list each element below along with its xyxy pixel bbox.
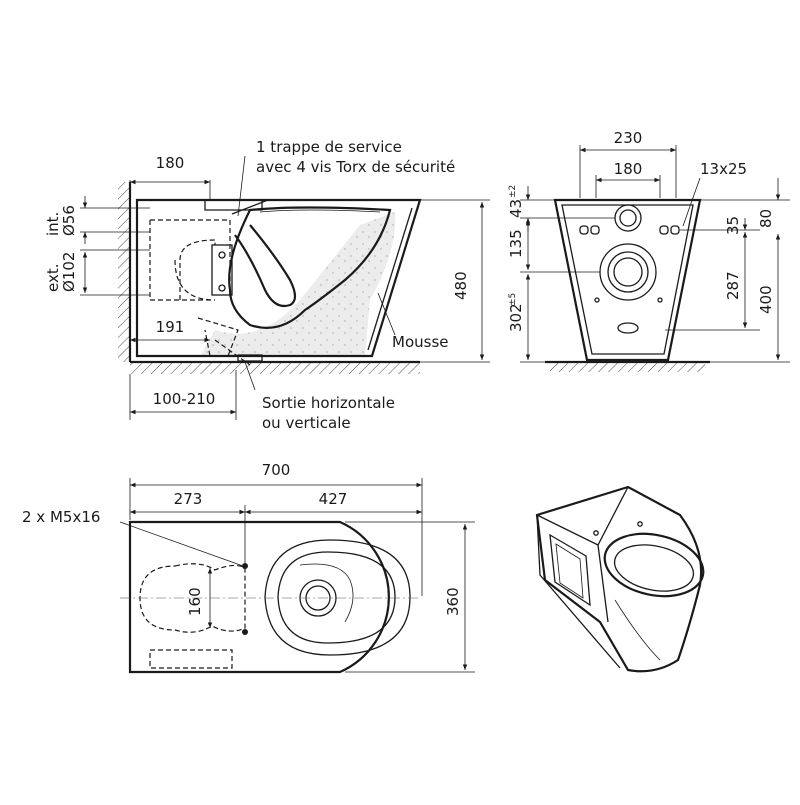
dim-135-label: 135: [507, 229, 525, 258]
ext-label: ext.: [44, 264, 62, 293]
dim-230-label: 230: [614, 129, 643, 147]
front-view: 230 180 13x25 43 ±2 135: [507, 129, 790, 372]
dim-160: 160: [186, 568, 213, 628]
dim-302-label: 302: [507, 303, 525, 332]
dim-43-label: 43: [507, 199, 525, 218]
dim-180-front: 180: [595, 160, 661, 198]
outlet-callout: Sortie horizontale ou verticale: [244, 361, 395, 432]
dim-35: 35: [680, 216, 760, 235]
floor: [130, 360, 420, 374]
coupling: [211, 244, 233, 296]
dim-273-label: 273: [174, 490, 203, 508]
int-diameter-label: Ø56: [60, 205, 78, 236]
isometric-view: [535, 485, 705, 673]
name-plate-dashed: [149, 649, 233, 669]
dim-230: 230: [579, 129, 677, 198]
dim-400: 400: [710, 234, 790, 363]
dim-360-label: 360: [444, 587, 462, 616]
ext-diameter-label: Ø102: [60, 252, 78, 292]
dim-180-side: 180: [129, 154, 211, 200]
dim-80: 80: [700, 178, 790, 228]
dim-100-210-label: 100-210: [153, 390, 216, 408]
side-section-view: 180 1 trappe de service avec 4 vis Torx …: [44, 138, 490, 432]
screws-callout: 2 x M5x16: [22, 508, 244, 567]
dim-191: 191: [130, 318, 210, 343]
service-hatch-line1: 1 trappe de service: [256, 138, 402, 156]
dim-273: 273: [130, 490, 246, 563]
int-label: int.: [44, 212, 62, 236]
pan-body-outline: [135, 198, 422, 358]
service-hatch-callout: 1 trappe de service avec 4 vis Torx de s…: [237, 138, 455, 217]
dim-180-label: 180: [156, 154, 185, 172]
dim-400-label: 400: [757, 285, 775, 314]
screws-label: 2 x M5x16: [22, 508, 100, 526]
dim-360: 360: [345, 521, 475, 673]
dim-302-tolerance: ±5: [508, 293, 518, 306]
dim-43-tolerance: ±2: [508, 185, 518, 198]
dim-80-label: 80: [757, 209, 775, 228]
foam-callout: Mousse: [377, 292, 448, 351]
dim-480: 480: [420, 199, 490, 363]
dim-427: 427: [245, 490, 422, 515]
slot-label: 13x25: [700, 160, 747, 178]
dim-700-label: 700: [262, 461, 291, 479]
iso-service-panel: [549, 533, 591, 607]
front-body-outline: [553, 198, 702, 362]
front-floor: [550, 362, 705, 372]
wall: [118, 182, 132, 362]
dim-700: 700: [129, 461, 423, 596]
iso-top-face: [535, 485, 703, 673]
dim-287: 287: [665, 232, 760, 331]
dim-35-label: 35: [724, 216, 742, 235]
bowl-section: [228, 206, 392, 329]
dim-100-210: 100-210: [129, 370, 237, 420]
dim-180-front-label: 180: [614, 160, 643, 178]
dim-480-label: 480: [452, 271, 470, 300]
dim-160-label: 160: [186, 587, 204, 616]
dim-191-label: 191: [156, 318, 185, 336]
dim-int-diameter: int. Ø56: [44, 196, 150, 244]
slot-callout: 13x25: [682, 160, 747, 227]
foam-label: Mousse: [392, 333, 448, 351]
outlet-line1: Sortie horizontale: [262, 394, 395, 412]
top-body-outline: [128, 520, 390, 674]
outlet-pipe-dashed: [149, 219, 231, 301]
dim-135: 135: [507, 220, 600, 273]
outlet-line2: ou verticale: [262, 414, 351, 432]
dim-287-label: 287: [724, 271, 742, 300]
service-hatch-line2: avec 4 vis Torx de sécurité: [256, 158, 455, 176]
dim-43: 43 ±2: [507, 185, 615, 232]
top-view: 700 273 427 2 x M5x16 160 360: [22, 461, 475, 674]
dim-302: 302 ±5: [507, 274, 545, 363]
dim-427-label: 427: [319, 490, 348, 508]
dim-ext-diameter: ext. Ø102: [44, 249, 150, 296]
foam-area: [200, 212, 396, 356]
